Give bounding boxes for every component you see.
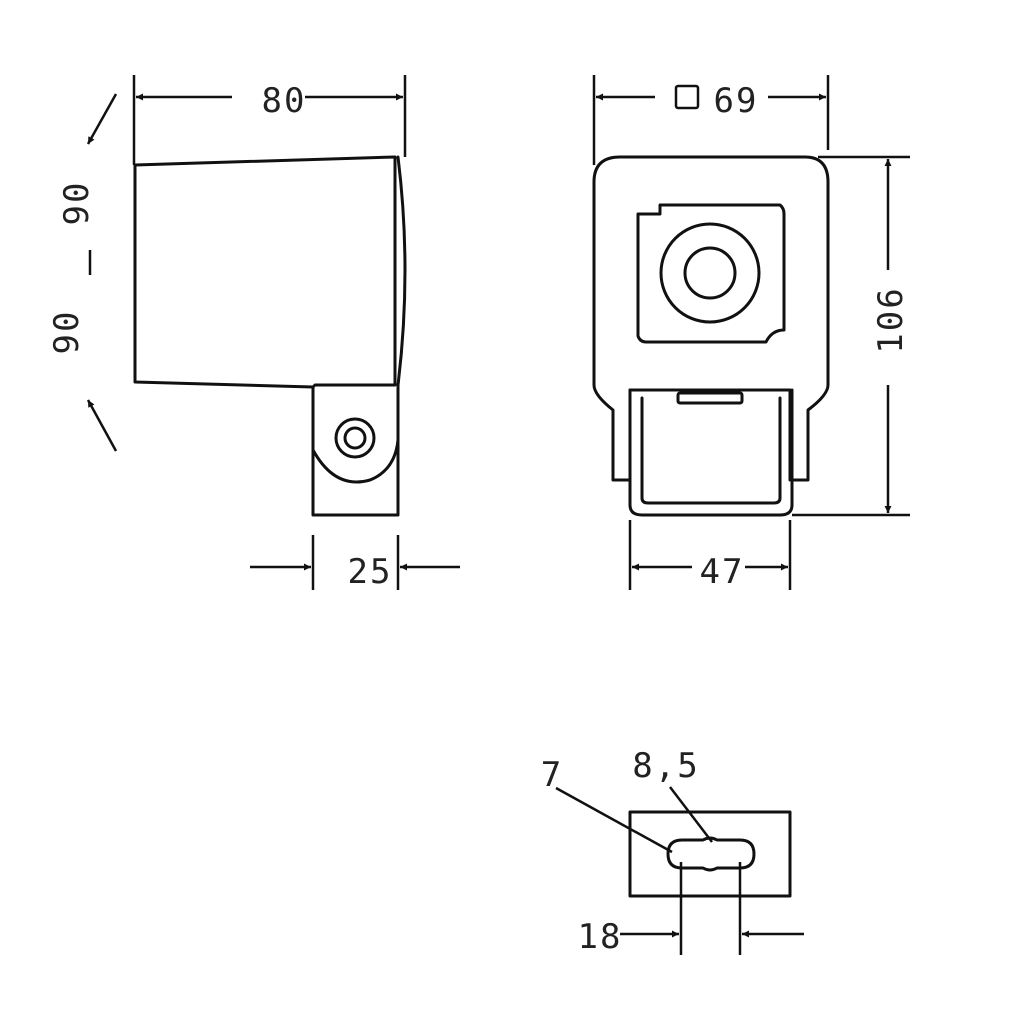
slot-view-length-label: 18	[578, 917, 623, 957]
slot-view-leader-height	[669, 786, 713, 843]
front-view-bracket-inner	[640, 396, 782, 505]
front-view-width-label: 69	[714, 81, 759, 121]
side-view-pivot-outer	[334, 417, 376, 459]
slot-view-width-label: 7	[541, 755, 563, 795]
front-view-lens-outer	[659, 222, 761, 324]
side-view: 80 25 90 90	[47, 75, 460, 592]
side-view-tilt-upper-label: 90	[57, 181, 97, 226]
front-view-body	[592, 155, 830, 482]
front-view-bracket-outer	[628, 388, 794, 517]
side-view-lens-curve	[396, 155, 407, 387]
side-view-body	[133, 155, 397, 389]
slot-view: 7 8,5 18	[541, 746, 804, 957]
front-view-lens-frame	[636, 203, 786, 344]
side-view-mount-arc	[311, 438, 400, 484]
side-view-tilt-down-arrow	[86, 399, 118, 452]
side-view-width-label: 80	[262, 81, 307, 121]
side-view-mount	[311, 383, 400, 517]
side-view-pivot-inner	[343, 426, 367, 450]
front-view: 69 106 47	[592, 75, 911, 592]
front-view-height-label: 106	[871, 286, 911, 353]
slot-view-height-label: 8,5	[632, 746, 699, 786]
front-view-lens-inner	[683, 246, 737, 300]
slot-view-plate	[628, 810, 792, 898]
square-symbol-icon	[674, 84, 700, 110]
side-view-depth-label: 25	[348, 552, 393, 592]
slot-view-leader-width	[555, 786, 673, 854]
front-view-bracket-label: 47	[700, 552, 745, 592]
side-view-tilt-lower-label: 90	[47, 310, 87, 355]
side-view-tilt-up-arrow	[86, 93, 118, 145]
front-view-bracket-tab	[676, 391, 744, 405]
